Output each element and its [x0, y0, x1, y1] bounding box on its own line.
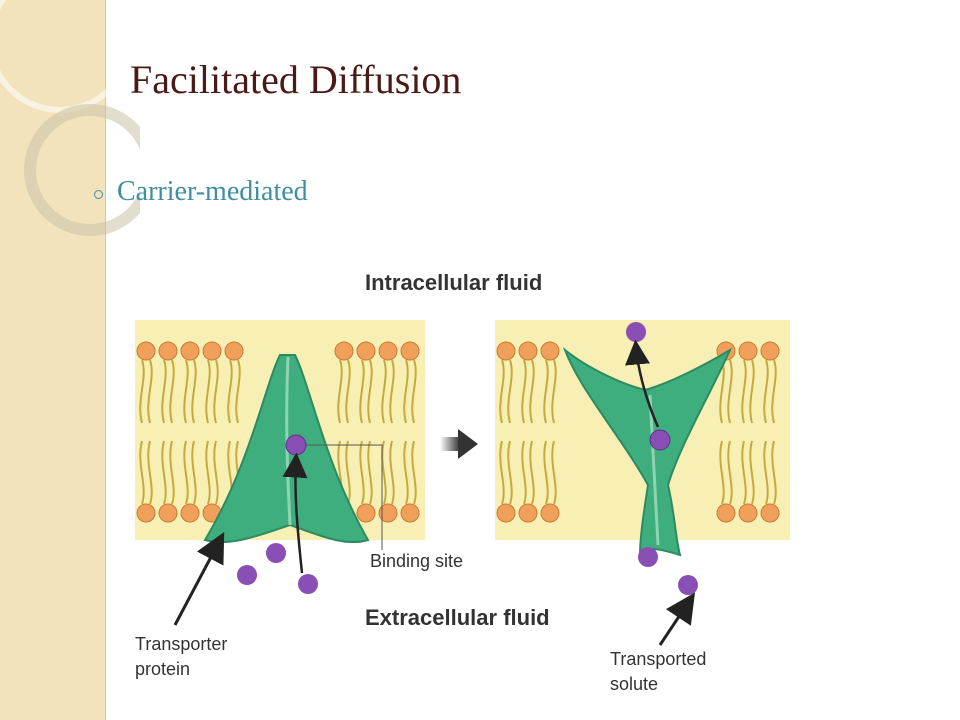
decorative-circles [0, 0, 140, 236]
solute-entry-arrow [282, 452, 308, 574]
solute-molecules [237, 322, 698, 595]
solute-release-arrow [625, 339, 660, 428]
extracellular-label: Extracellular fluid [365, 605, 550, 630]
intracellular-label: Intracellular fluid [365, 270, 542, 295]
bound-solute-left [285, 434, 307, 456]
bullet-circle-icon [94, 189, 103, 199]
bullet-item: Carrier-mediated [94, 176, 308, 208]
process-arrow [440, 429, 478, 459]
transporter-pointer-arrow [173, 532, 225, 626]
bound-solute-right [649, 429, 671, 451]
facilitated-diffusion-diagram: Intracellular fluid Extracellular fluid [135, 270, 790, 694]
binding-site-label: Binding site [370, 551, 463, 571]
solute-label-line2: solute [610, 674, 658, 694]
left-transporter-protein [203, 354, 370, 544]
bullet-text: Carrier-mediated [117, 176, 308, 207]
solute-label-line1: Transported [610, 649, 706, 669]
solute-pointer-arrow [658, 592, 695, 646]
transporter-label-line2: protein [135, 659, 190, 679]
transporter-label-line1: Transporter [135, 634, 227, 654]
slide-title: Facilitated Diffusion [130, 57, 462, 102]
right-transporter-protein [562, 346, 733, 559]
binding-site-callout: Binding site [306, 444, 463, 571]
